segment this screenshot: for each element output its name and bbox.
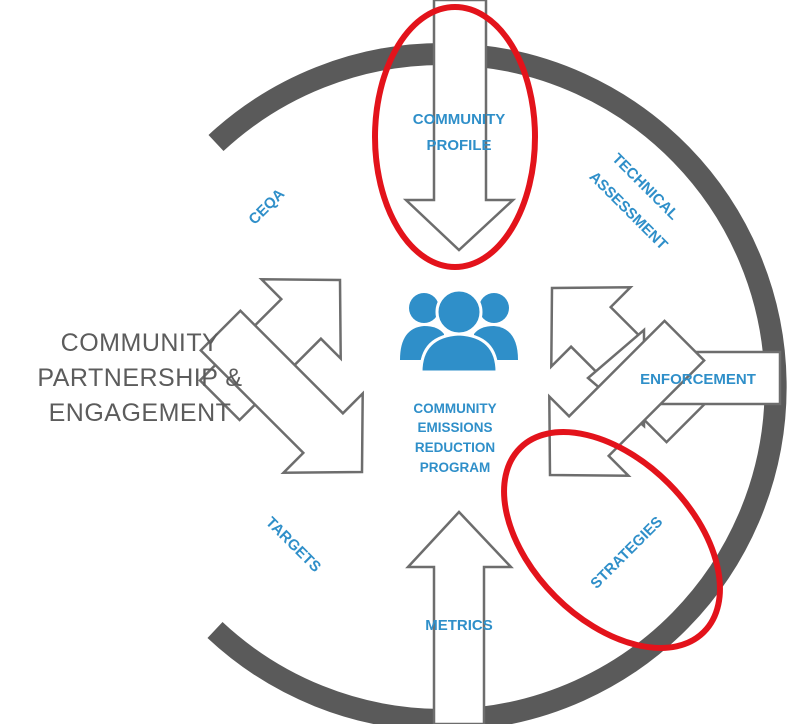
side-label-line3: ENGAGEMENT	[48, 399, 232, 427]
side-label-line2: PARTNERSHIP &	[37, 364, 243, 392]
metrics-label: METRICS	[425, 617, 493, 634]
ceqa-label: CEQA	[245, 185, 288, 228]
targets-label: TARGETS	[262, 514, 324, 576]
metrics-arrow	[405, 510, 514, 724]
targets-arrow	[199, 309, 364, 474]
community-partnership-engagement-label: COMMUNITY PARTNERSHIP & ENGAGEMENT	[0, 326, 280, 431]
community-profile-label-line2: PROFILE	[426, 137, 491, 154]
center-label-line1: COMMUNITY	[413, 401, 496, 416]
enforcement-label: ENFORCEMENT	[640, 371, 756, 388]
center-label-line3: REDUCTION	[415, 440, 495, 455]
community-profile-label-line1: COMMUNITY	[413, 111, 506, 128]
people-group-icon	[400, 288, 518, 374]
center-label-line2: EMISSIONS	[417, 420, 492, 435]
strategies-label: STRATEGIES	[587, 513, 666, 592]
community-profile-highlight	[372, 4, 538, 270]
strategies-highlight	[501, 429, 723, 651]
side-label-line1: COMMUNITY	[60, 329, 220, 357]
center-label-line4: PROGRAM	[420, 460, 491, 475]
community-profile-arrow	[402, 0, 517, 252]
